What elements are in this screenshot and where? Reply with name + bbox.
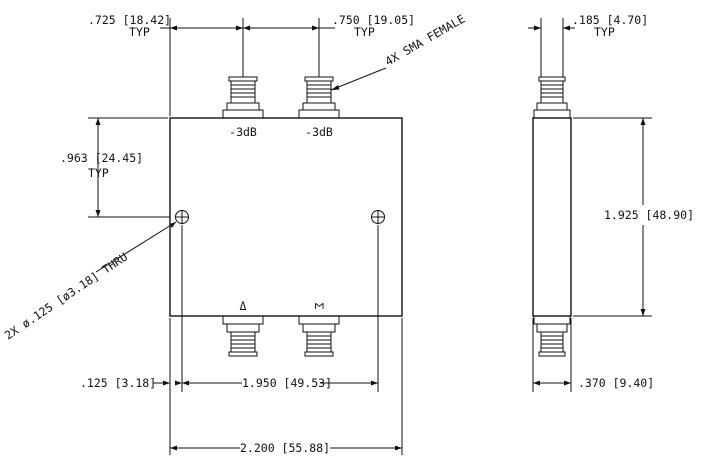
- dim-side-width-value: .185 [4.70]: [572, 13, 648, 27]
- dim-hole-spacing: [153, 225, 403, 455]
- sma-connector-bottom-right: [298, 315, 340, 357]
- dim-side-height-value: 1.925 [48.90]: [604, 208, 694, 222]
- mounting-hole-right: [371, 210, 385, 224]
- port-label-sigma: Σ: [312, 303, 326, 310]
- leader-hole-note: [95, 221, 177, 273]
- dim-top-offset: [160, 18, 335, 116]
- sma-connector-side-bottom: [533, 315, 571, 357]
- leader-sma-note: [330, 67, 387, 91]
- dim-side-depth-value: .370 [9.40]: [578, 376, 654, 390]
- note-mounting-holes: 2X ø.125 [ø3.18] THRU: [2, 250, 130, 343]
- dim-left-vertical-typ: TYP: [88, 166, 109, 180]
- dim-side-height: [573, 117, 652, 317]
- sma-connector-top-right: [298, 76, 340, 119]
- splitter-body-front: [169, 117, 403, 317]
- sma-connector-bottom-left: [222, 315, 264, 357]
- port-label-top-left: -3dB: [229, 125, 257, 139]
- dim-left-vertical: [88, 117, 170, 218]
- dim-overall-width: [170, 445, 402, 451]
- port-label-top-right: -3dB: [305, 125, 333, 139]
- sma-connector-side-top: [533, 76, 571, 119]
- dim-top-left-typ: TYP: [129, 25, 150, 39]
- splitter-body-side: [532, 117, 572, 317]
- port-label-delta: Δ: [240, 299, 247, 313]
- dim-hole-spacing-value: 1.950 [49.53]: [242, 376, 332, 390]
- dim-top-spacing-typ: TYP: [354, 25, 375, 39]
- dim-side-width: [528, 18, 575, 77]
- dim-left-vertical-value: .963 [24.45]: [60, 151, 143, 165]
- mounting-hole-left: [175, 210, 189, 224]
- dim-hole-edge: .125 [3.18]: [80, 376, 156, 390]
- dim-side-width-typ: TYP: [594, 25, 615, 39]
- dim-overall-width-value: 2.200 [55.88]: [240, 441, 330, 455]
- dim-side-depth: [532, 318, 572, 392]
- dim-top-spacing: .750 [19.05]: [332, 13, 415, 27]
- sma-connector-top-left: [222, 76, 264, 119]
- dim-top-left-offset: .725 [18.42]: [88, 13, 171, 27]
